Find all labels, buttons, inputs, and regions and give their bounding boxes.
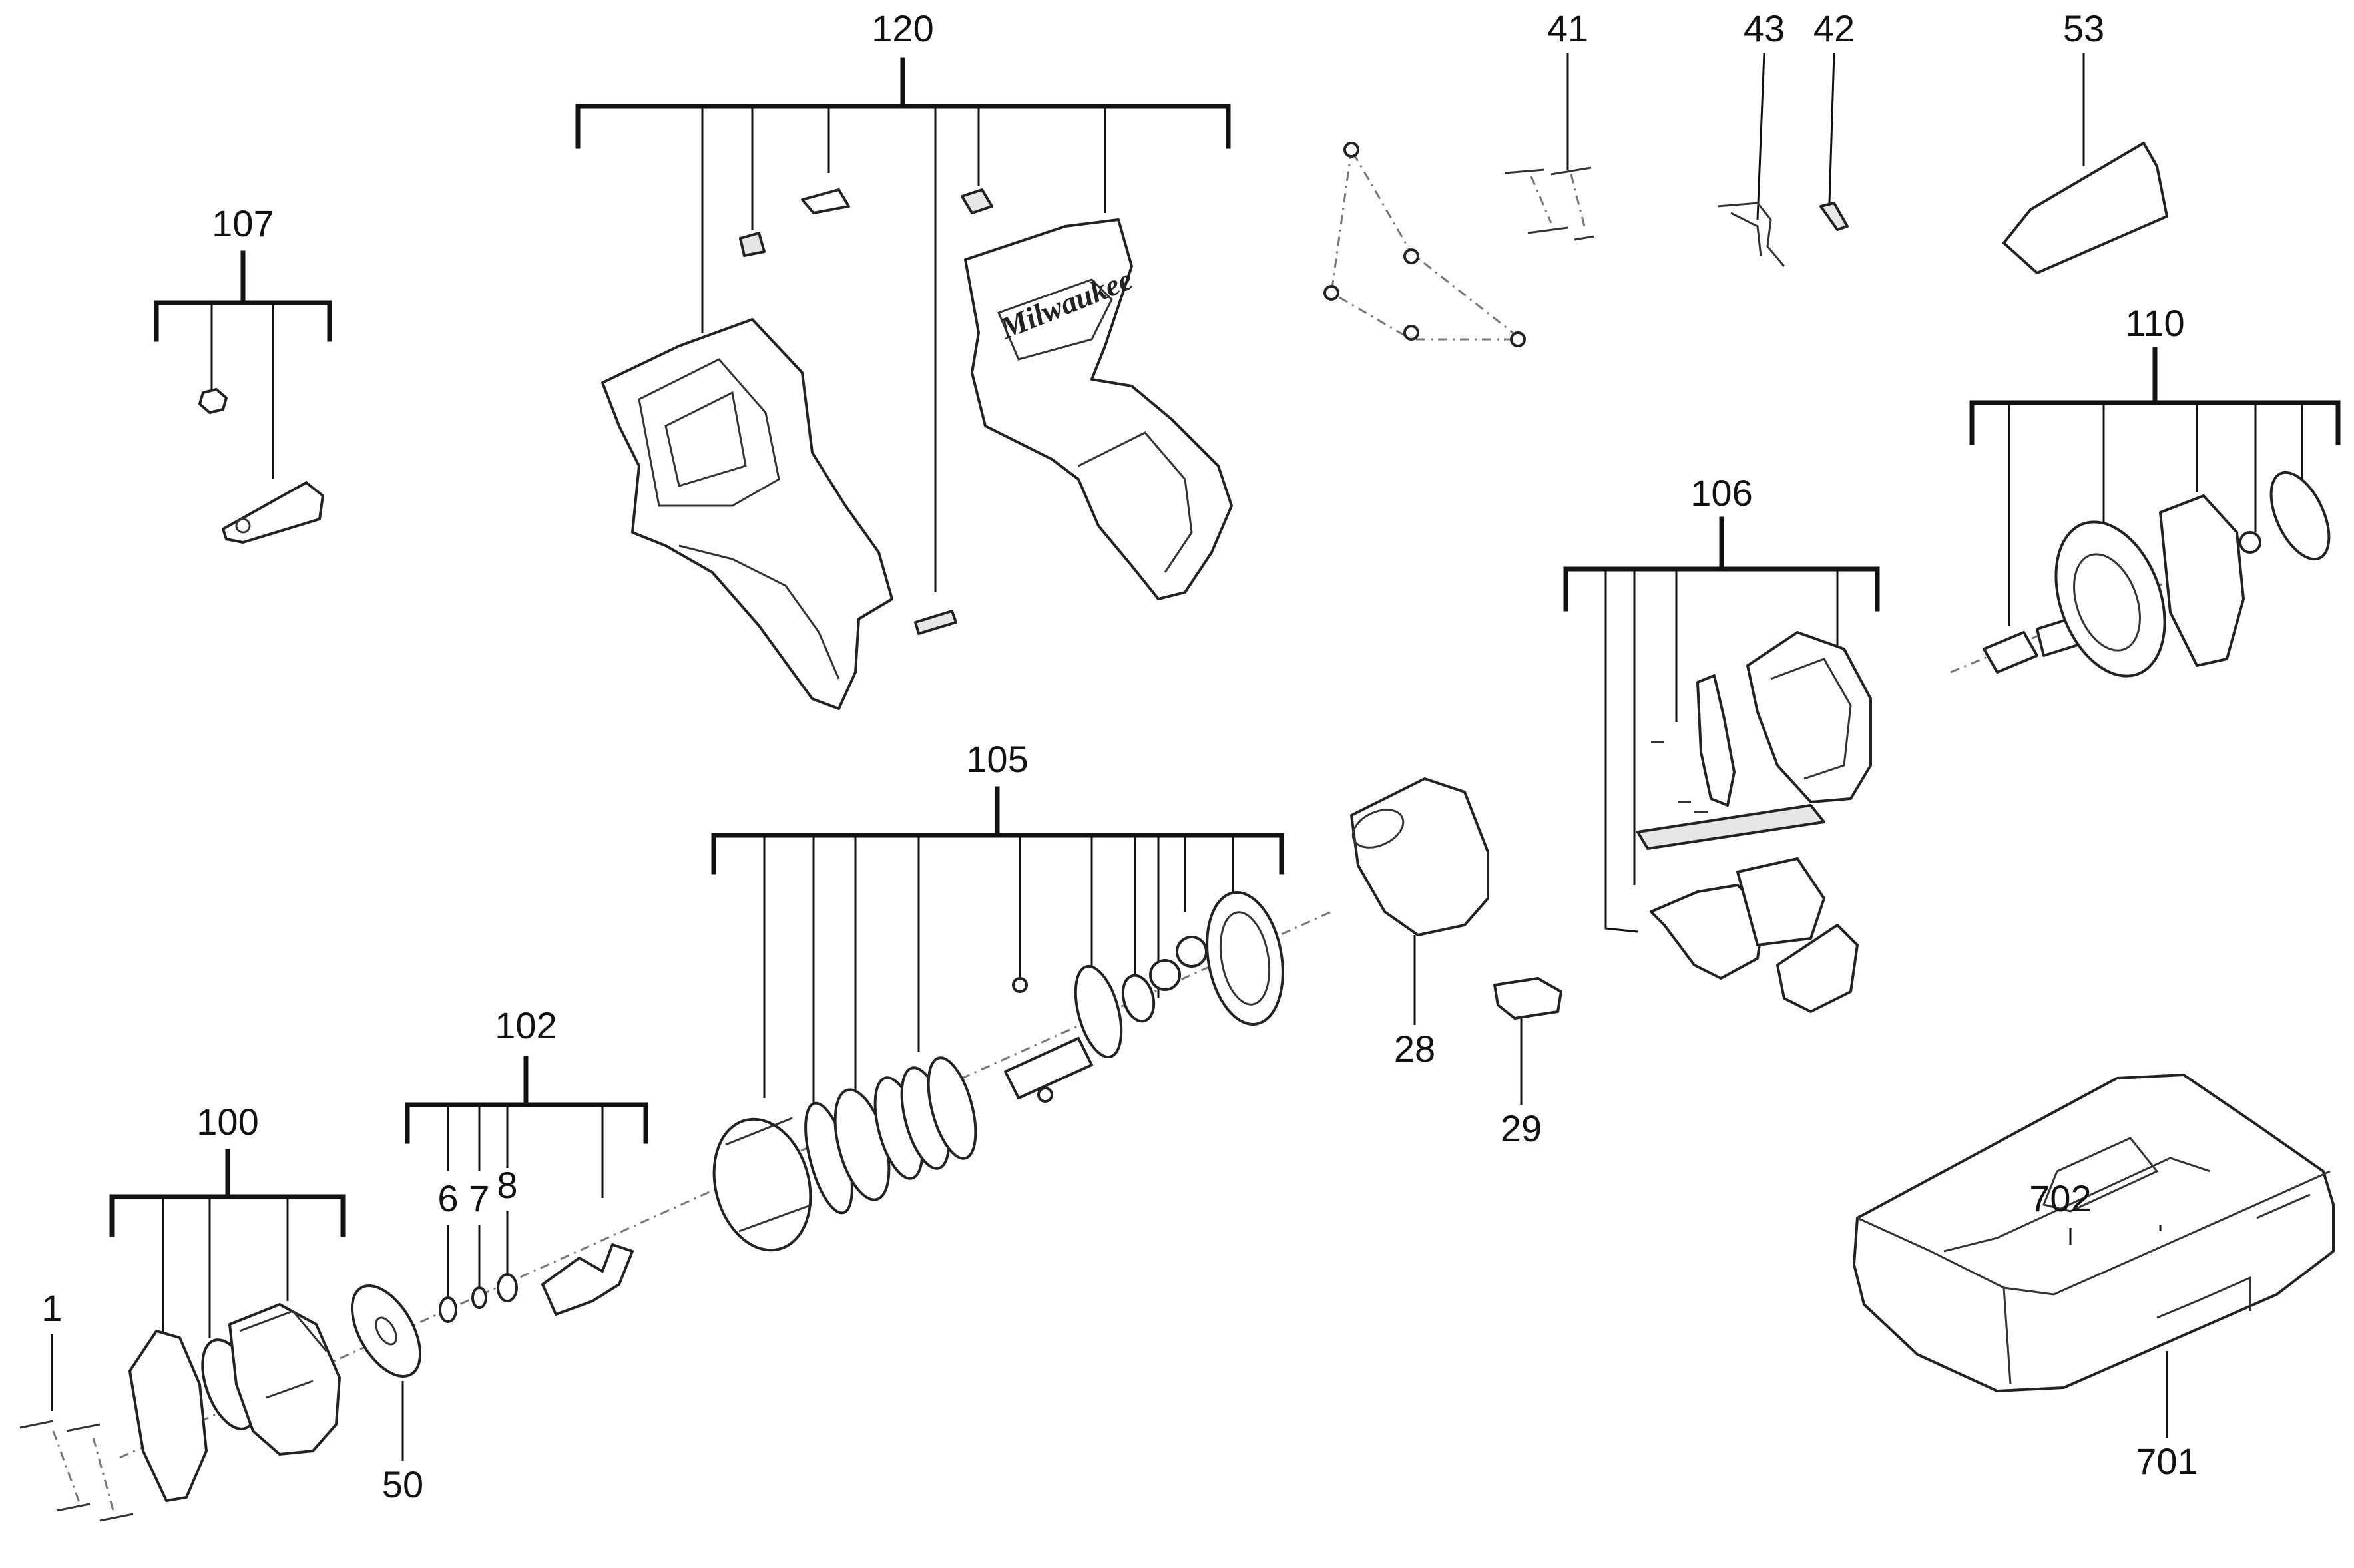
group-43-42: 43 42	[1717, 7, 1855, 267]
switch-bracket	[1696, 674, 1736, 807]
nameplate-label	[2002, 142, 2168, 274]
small-washer	[2239, 531, 2261, 554]
label-702: 702	[2029, 1177, 2091, 1219]
front-screws	[19, 1420, 134, 1522]
label-8: 8	[497, 1164, 517, 1206]
gear-case-cylinder	[1350, 777, 1489, 936]
belt-clip	[222, 481, 324, 544]
label-43: 43	[1744, 7, 1785, 49]
group-41-screws: 41	[1323, 7, 1595, 347]
label-107: 107	[212, 202, 274, 244]
group-53: 53	[2002, 7, 2168, 274]
small-clip	[739, 232, 766, 257]
steel-ball-2	[1037, 1087, 1053, 1103]
anvil-shaft	[541, 1243, 634, 1316]
group-50: 50	[350, 1284, 423, 1505]
group-110: 110	[1969, 302, 2341, 678]
o-ring-7	[471, 1286, 487, 1309]
internal-gear	[1206, 891, 1284, 1026]
spindle	[1004, 1037, 1093, 1099]
label-106: 106	[1690, 472, 1752, 514]
trigger-switch	[1650, 884, 1766, 980]
stator-housing	[1746, 631, 1872, 803]
housing-cover-plate	[801, 188, 850, 214]
group-701-702-case: 702 701	[1853, 1074, 2335, 1482]
label-120: 120	[871, 7, 933, 49]
label-1: 1	[41, 1287, 62, 1329]
o-ring-6	[439, 1296, 457, 1323]
thrust-washer	[350, 1284, 422, 1378]
housing-left-half	[601, 318, 893, 710]
label-6: 6	[437, 1177, 458, 1219]
bearing-ring	[1121, 974, 1156, 1023]
spring-wire	[1717, 202, 1785, 267]
group-107: 107	[154, 202, 332, 544]
led-lamp-module	[1493, 977, 1562, 1020]
motor-pinion	[1983, 631, 2038, 674]
group-120-housing: 120 Milwaukee	[575, 7, 1233, 710]
end-cap-disc	[2269, 471, 2331, 561]
group-1-screws: 1	[19, 1287, 134, 1522]
o-ring-8	[497, 1273, 518, 1302]
label-41: 41	[1547, 7, 1588, 49]
small-pin	[1819, 202, 1849, 231]
steel-ball-1	[1012, 977, 1028, 993]
planet-gear-1	[1149, 959, 1181, 991]
label-7: 7	[469, 1177, 489, 1219]
label-28: 28	[1394, 1028, 1435, 1070]
front-housing-cap	[228, 1303, 341, 1456]
label-50: 50	[382, 1464, 423, 1505]
spring-coil-3	[927, 1056, 977, 1160]
label-102: 102	[495, 1004, 557, 1046]
housing-latch	[961, 188, 993, 214]
housing-right-half	[964, 218, 1233, 600]
planet-gear-2	[1176, 936, 1208, 968]
label-42: 42	[1813, 7, 1855, 49]
group-105-mechanism: 105	[711, 738, 1284, 1252]
battery-terminal-block	[1776, 924, 1859, 1013]
spindle-cam	[1074, 964, 1123, 1059]
hex-nut	[198, 388, 228, 414]
group-106-electronics: 106	[1563, 472, 1880, 1013]
control-pcb	[1636, 804, 1825, 850]
motor-bearing-plate	[2159, 494, 2245, 667]
group-100-front-cap: 100	[109, 1101, 346, 1502]
anvil-hammer	[712, 1117, 812, 1252]
label-110: 110	[2125, 302, 2184, 344]
label-100: 100	[196, 1101, 258, 1143]
group-102-anvil: 102 6 7 8	[405, 1004, 648, 1323]
label-105: 105	[966, 738, 1028, 780]
front-plate	[128, 1330, 208, 1502]
group-28-29: 28 29	[1350, 777, 1562, 1149]
direction-switch	[1736, 857, 1825, 946]
contact-strip	[914, 610, 957, 635]
label-29: 29	[1501, 1107, 1542, 1149]
carry-case	[1853, 1074, 2335, 1392]
label-53: 53	[2063, 7, 2104, 49]
label-701: 701	[2136, 1440, 2198, 1482]
